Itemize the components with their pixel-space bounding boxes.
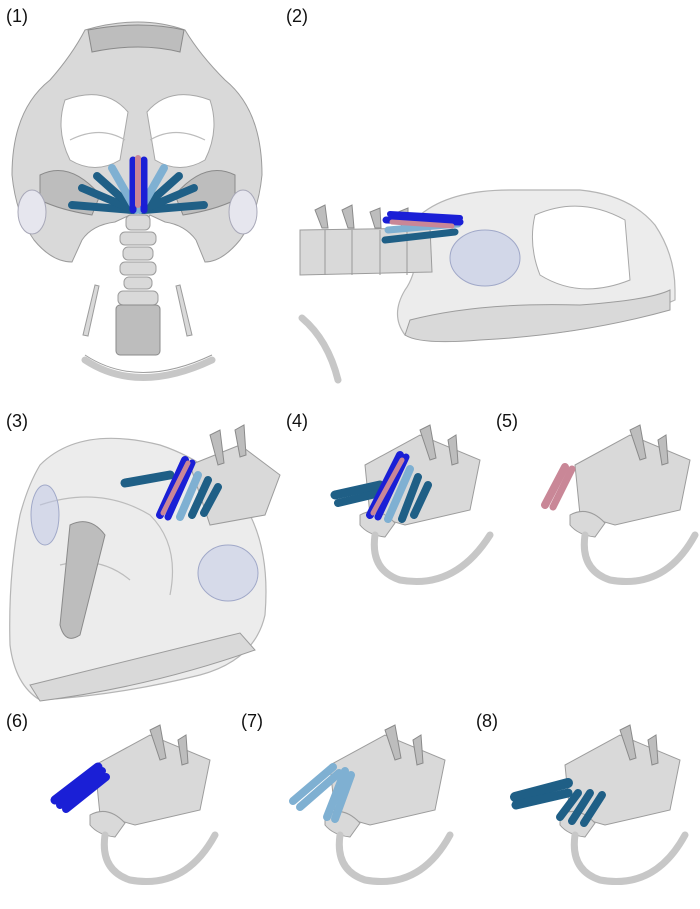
panel-label: (7) <box>241 711 263 731</box>
panel-label: (4) <box>286 411 308 431</box>
panel-label: (6) <box>6 711 28 731</box>
panel-2: (2) <box>280 0 700 395</box>
vertebrae-illustration <box>541 424 699 585</box>
skull-oblique-illustration <box>9 424 281 702</box>
muscle-bundle <box>289 763 355 823</box>
panel-label: (2) <box>286 6 308 26</box>
panel-1: (1) <box>0 0 275 395</box>
panel-8: (8) <box>470 705 700 905</box>
muscle-bundle <box>120 456 222 521</box>
panel-label: (5) <box>496 411 518 431</box>
skull-lateral-illustration <box>298 189 676 384</box>
vertebrae-illustration <box>289 724 454 885</box>
muscle-bundle <box>330 451 432 523</box>
panel-label: (8) <box>476 711 498 731</box>
muscle-bundle <box>510 778 606 827</box>
panel-label: (1) <box>6 6 28 26</box>
vertebrae-illustration <box>50 724 219 885</box>
vertebrae-illustration <box>510 724 689 885</box>
panel-7: (7) <box>235 705 465 905</box>
panel-5: (5) <box>490 405 700 605</box>
vertebrae-illustration <box>330 424 494 585</box>
muscle-bundle <box>68 155 208 214</box>
panel-6: (6) <box>0 705 230 905</box>
skull-ventral-illustration <box>11 21 263 381</box>
panel-label: (3) <box>6 411 28 431</box>
muscle-bundle <box>50 762 110 813</box>
muscle-bundle <box>381 211 464 244</box>
panel-3: (3) <box>0 405 290 705</box>
vertebrae-column <box>115 214 161 356</box>
muscle-bundle <box>541 463 576 511</box>
panel-4: (4) <box>280 405 494 605</box>
